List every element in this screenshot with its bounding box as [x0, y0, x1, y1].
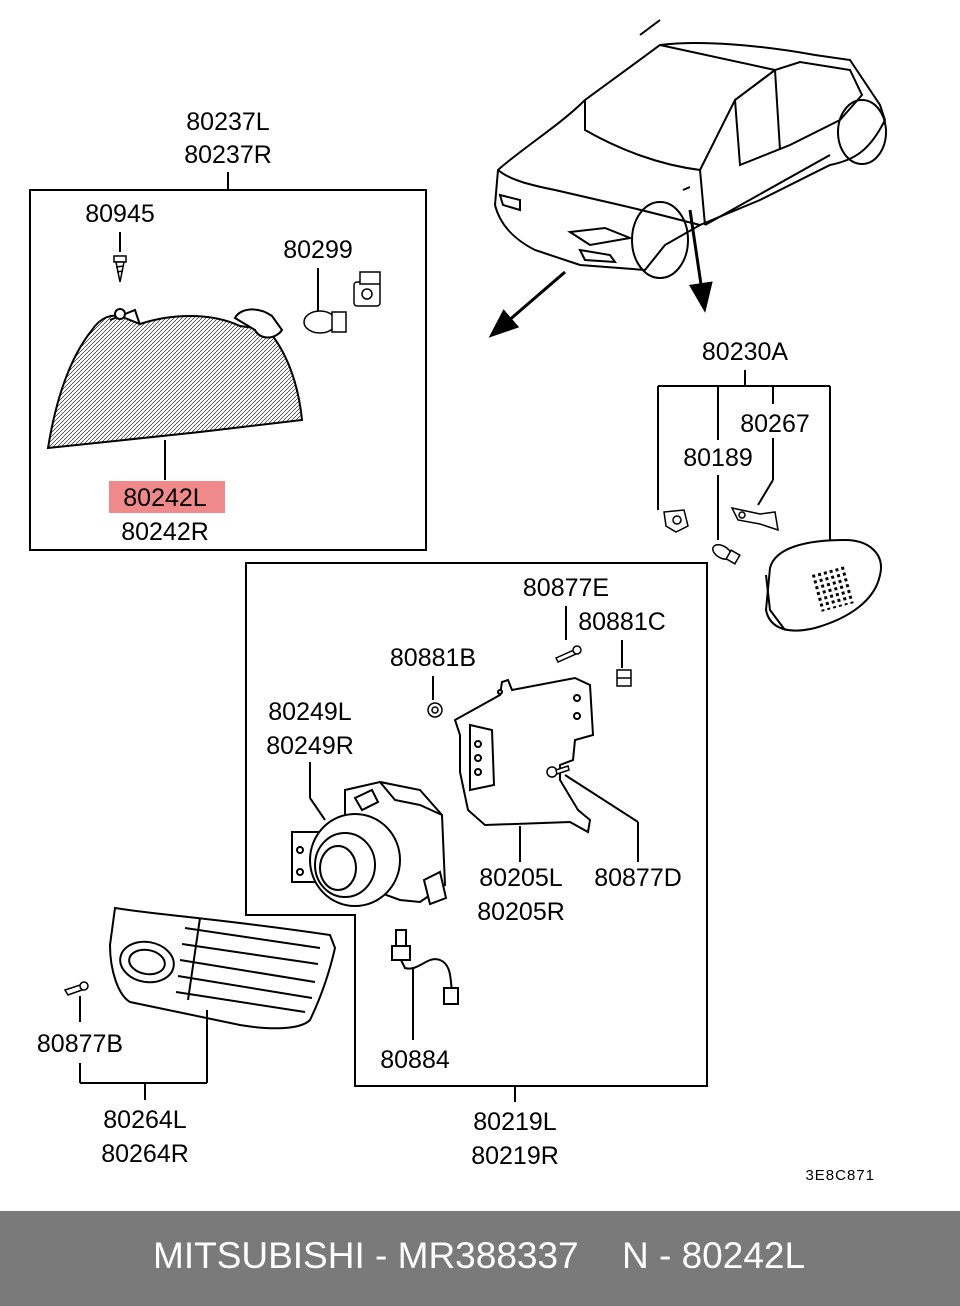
part-label-80242L: 80242L	[123, 484, 207, 512]
part-label-80299: 80299	[283, 236, 353, 264]
wedge-bulb-icon	[712, 544, 741, 565]
part-label-80237R: 80237R	[184, 141, 272, 169]
part-label-80205L: 80205L	[479, 864, 563, 892]
part-label-80881C: 80881C	[578, 608, 666, 636]
bulb-icon	[303, 310, 347, 334]
bulb-socket-icon	[353, 271, 381, 307]
car-illustration	[493, 19, 887, 279]
part-label-80945: 80945	[85, 200, 155, 228]
fog-lamp-cover-icon	[108, 906, 337, 1030]
corner-lamp-group: 80237L 80237R 80945 80299 802	[29, 108, 427, 551]
corner-lamp-icon	[46, 308, 304, 450]
wire-harness-icon	[391, 929, 459, 1005]
part-label-80189: 80189	[683, 444, 753, 472]
bracket-icon	[730, 506, 779, 532]
footer-ref: N - 80242L	[622, 1235, 806, 1276]
highlight-box	[109, 481, 225, 513]
part-label-80877B: 80877B	[37, 1030, 123, 1058]
nut-icon	[427, 702, 443, 718]
part-label-80219L: 80219L	[473, 1108, 557, 1136]
car-arrows	[488, 209, 713, 338]
group-frame-80219	[245, 562, 708, 1087]
clip-icon	[663, 509, 689, 533]
parts-diagram: 80237L 80237R 80945 80299 802	[29, 19, 887, 1184]
part-label-80242R: 80242R	[121, 518, 209, 546]
part-label-80230A: 80230A	[702, 338, 789, 366]
fog-lamp-group: 80877E 80881C 80881B	[245, 562, 708, 1170]
screw-b-icon	[63, 981, 89, 996]
part-label-80877E: 80877E	[523, 574, 609, 602]
part-label-80205R: 80205R	[477, 898, 565, 926]
bolt-d-icon	[546, 765, 570, 778]
footer-brand-part: MITSUBISHI - MR388337	[153, 1235, 579, 1276]
part-label-80264R: 80264R	[101, 1140, 189, 1168]
fog-cover-group: 80877B 80264L 80264R	[37, 906, 337, 1168]
mounting-bracket-icon	[453, 676, 595, 834]
bolt-icon	[554, 645, 582, 663]
part-label-80237L: 80237L	[186, 108, 270, 136]
part-label-80877D: 80877D	[594, 864, 682, 892]
diagram-code: 3E8C871	[805, 1167, 875, 1184]
part-label-80264L: 80264L	[103, 1106, 187, 1134]
part-label-80884: 80884	[380, 1046, 450, 1074]
screw-icon	[113, 255, 127, 283]
part-label-80249R: 80249R	[266, 732, 354, 760]
fog-lamp-icon	[291, 780, 448, 907]
side-marker-group: 80230A 80267 80189	[657, 338, 882, 632]
part-label-80249L: 80249L	[268, 698, 352, 726]
footer-bar: MITSUBISHI - MR388337 N - 80242L	[0, 1211, 960, 1306]
nut-clip-icon	[616, 669, 632, 687]
part-label-80219R: 80219R	[471, 1142, 559, 1170]
side-marker-lamp-icon	[764, 538, 882, 632]
part-label-80881B: 80881B	[390, 644, 476, 672]
part-label-80267: 80267	[740, 410, 810, 438]
